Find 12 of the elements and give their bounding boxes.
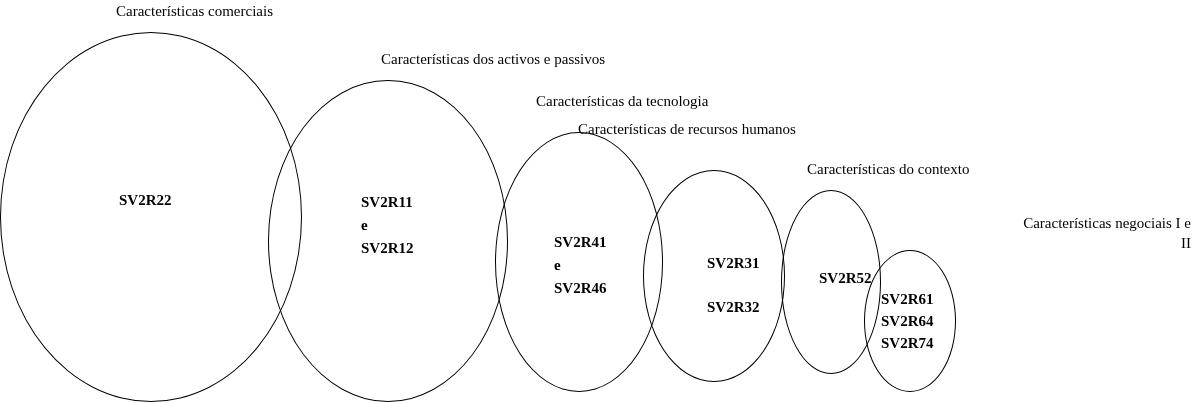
heading: Características negociais I e II [1023, 214, 1191, 253]
heading: Características dos activos e passivos [381, 51, 606, 68]
heading: Características comerciais [116, 3, 273, 20]
code-label: SV2R11 e SV2R12 [361, 193, 415, 258]
code-label: SV2R31 SV2R32 [707, 254, 761, 317]
code-label: SV2R41 e SV2R46 [554, 233, 608, 298]
heading: Características de recursos humanos [578, 121, 796, 138]
code-label: SV2R61 SV2R64 SV2R74 [881, 290, 935, 353]
heading: Características do contexto [807, 161, 970, 178]
heading: Características da tecnologia [536, 93, 709, 110]
code-label: SV2R52 [819, 269, 873, 288]
code-label: SV2R22 [119, 191, 173, 210]
